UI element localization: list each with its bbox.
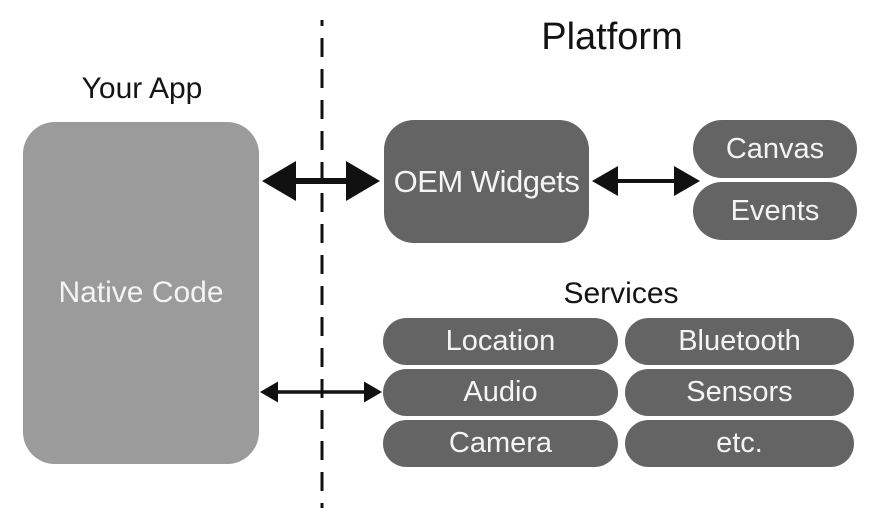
service-pill-etc: etc. [625, 420, 854, 467]
service-pill-location: Location [383, 318, 618, 365]
platform-title: Platform [541, 16, 683, 58]
oem-ui-arrow [592, 166, 700, 196]
canvas-pill: Canvas [693, 120, 857, 178]
oem-widgets-box: OEM Widgets [384, 120, 589, 243]
service-pill-sensors: Sensors [625, 369, 854, 416]
native-code-box: Native Code [23, 122, 259, 464]
service-pill-bluetooth: Bluetooth [625, 318, 854, 365]
service-pill-audio: Audio [383, 369, 618, 416]
native-services-arrow [260, 381, 382, 403]
services-title: Services [563, 277, 679, 310]
service-pill-camera: Camera [383, 420, 618, 467]
your-app-title: Your App [81, 72, 203, 105]
oem-widgets-label: OEM Widgets [393, 163, 580, 199]
native-code-label: Native Code [58, 276, 224, 309]
app-oem-arrow [262, 161, 380, 201]
events-pill: Events [693, 182, 857, 240]
